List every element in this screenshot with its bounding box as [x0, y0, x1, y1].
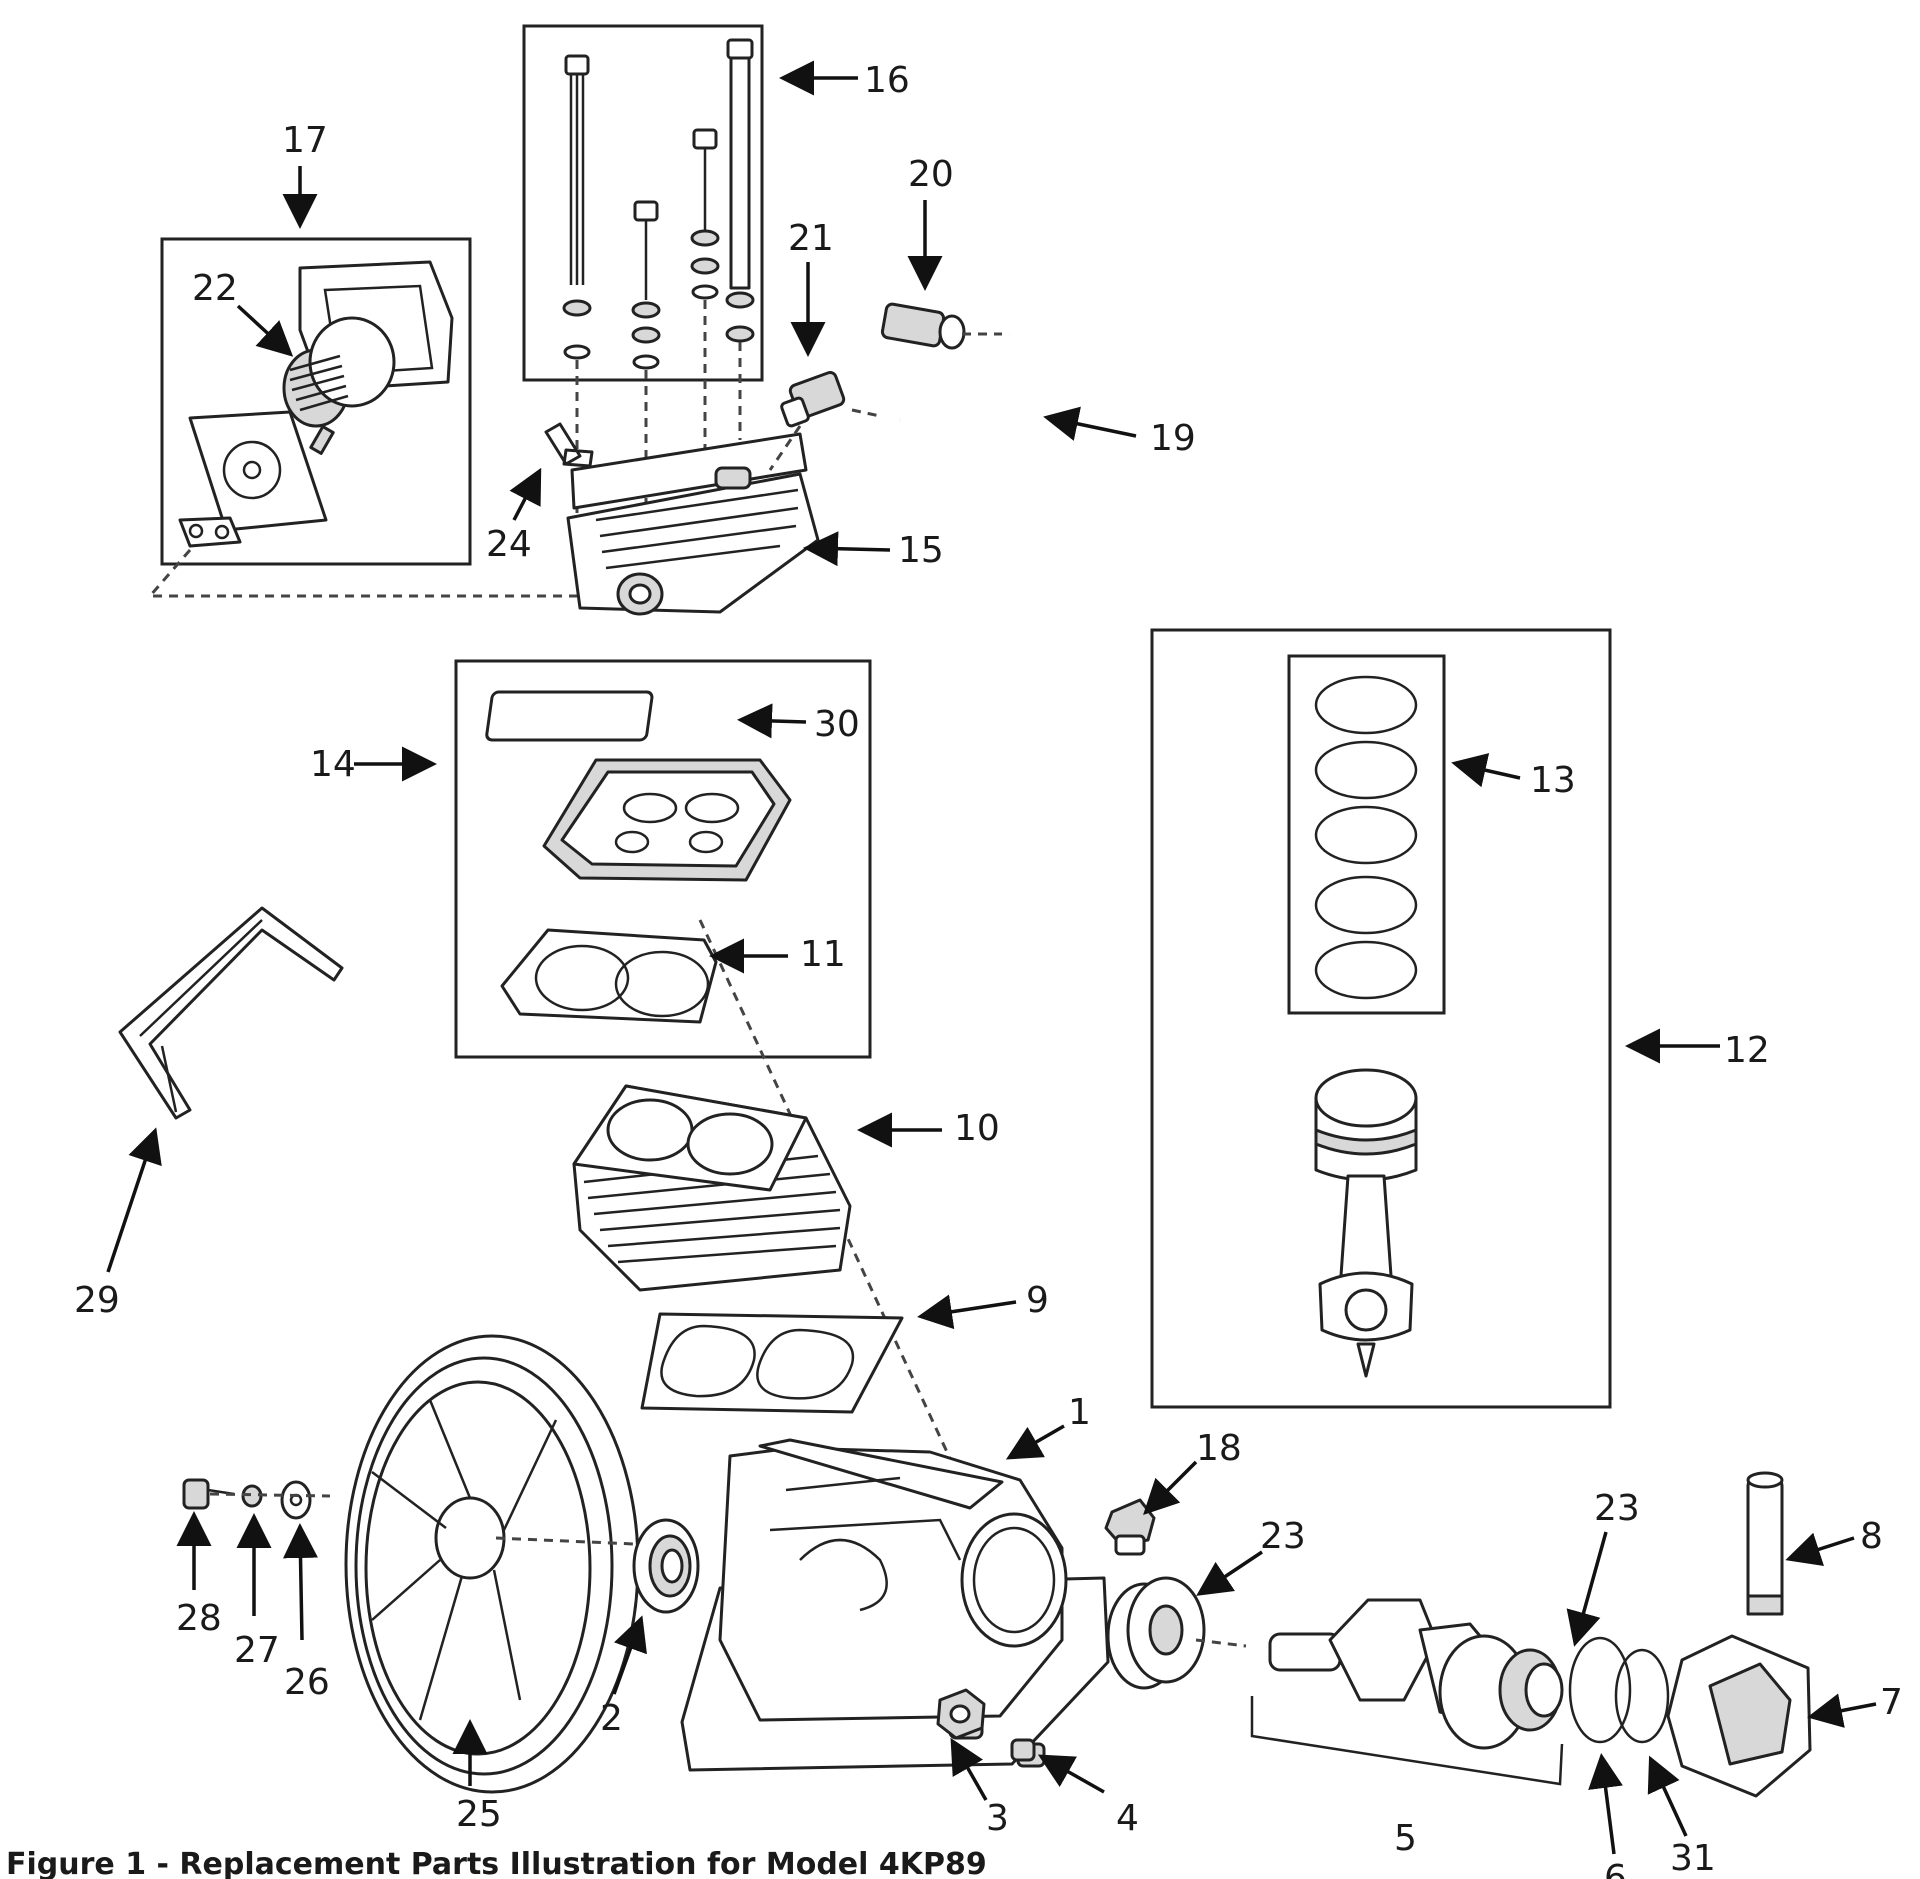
drain-plug — [936, 1688, 986, 1740]
air-filter-assembly — [178, 260, 454, 548]
flywheel — [344, 1334, 640, 1794]
callout-arrows — [106, 60, 1877, 1855]
callout-20: 20 — [908, 154, 954, 195]
callout-28: 28 — [176, 1598, 222, 1639]
callout-15: 15 — [898, 530, 944, 571]
callout-18: 18 — [1196, 1428, 1242, 1469]
callout-13: 13 — [1530, 760, 1576, 801]
callout-6: 6 — [1604, 1858, 1627, 1879]
callout-22: 22 — [192, 268, 238, 309]
box-air-filter — [160, 237, 472, 566]
piston-connecting-rod — [1314, 1068, 1418, 1378]
crankshaft — [1268, 1598, 1564, 1750]
callout-23b: 23 — [1594, 1488, 1640, 1529]
box-bolt-kit — [522, 24, 764, 382]
bearing-left — [1106, 1576, 1206, 1690]
callout-4: 4 — [1116, 1798, 1139, 1839]
callout-9: 9 — [1026, 1280, 1049, 1321]
oil-seal — [632, 1518, 700, 1614]
callout-12: 12 — [1724, 1030, 1770, 1071]
callout-14: 14 — [310, 744, 356, 785]
callout-17: 17 — [282, 120, 328, 161]
callout-8: 8 — [1860, 1516, 1883, 1557]
callout-16: 16 — [864, 60, 910, 101]
bearing-right — [1614, 1648, 1670, 1744]
oil-fill-tube — [1746, 1471, 1784, 1616]
callout-31: 31 — [1670, 1838, 1716, 1879]
callout-30: 30 — [814, 704, 860, 745]
shroud-handle — [118, 906, 344, 1120]
piston-rings — [1314, 675, 1418, 1000]
callout-26: 26 — [284, 1662, 330, 1703]
breather-plug — [1104, 1498, 1156, 1556]
callout-5: 5 — [1394, 1818, 1417, 1859]
head-bolts — [562, 38, 755, 370]
cylinder-gasket — [500, 928, 718, 1024]
outlet-fittings — [780, 302, 1069, 439]
cylinder-block — [572, 1084, 852, 1292]
cylinder-head — [566, 432, 820, 616]
valve-gasket — [485, 690, 654, 742]
callout-7: 7 — [1880, 1682, 1903, 1723]
crankcase — [680, 1438, 1110, 1772]
callout-21: 21 — [788, 218, 834, 259]
callout-19: 19 — [1150, 418, 1196, 459]
figure-caption: Figure 1 - Replacement Parts Illustratio… — [6, 1847, 987, 1879]
callout-24: 24 — [486, 524, 532, 565]
callout-29: 29 — [74, 1280, 120, 1321]
callout-10: 10 — [954, 1108, 1000, 1149]
callout-3: 3 — [986, 1798, 1009, 1839]
callout-2: 2 — [600, 1698, 623, 1739]
callout-labels: 1 2 3 4 5 6 7 8 9 10 11 12 13 14 15 16 1… — [74, 60, 1903, 1879]
flywheel-fasteners — [182, 1478, 312, 1520]
sight-fitting — [1010, 1738, 1036, 1762]
box-valve-plate — [454, 659, 872, 1059]
base-gasket — [640, 1312, 904, 1414]
callout-11: 11 — [800, 934, 846, 975]
callout-25: 25 — [456, 1794, 502, 1835]
valve-plate — [542, 758, 792, 882]
box-piston-rings — [1287, 654, 1446, 1015]
snap-ring — [1568, 1636, 1632, 1744]
end-cover — [1666, 1634, 1812, 1798]
plug-fitting — [544, 422, 594, 468]
callout-23a: 23 — [1260, 1516, 1306, 1557]
callout-27: 27 — [234, 1630, 280, 1671]
box-piston-assembly — [1150, 628, 1612, 1409]
callout-1: 1 — [1068, 1392, 1091, 1433]
